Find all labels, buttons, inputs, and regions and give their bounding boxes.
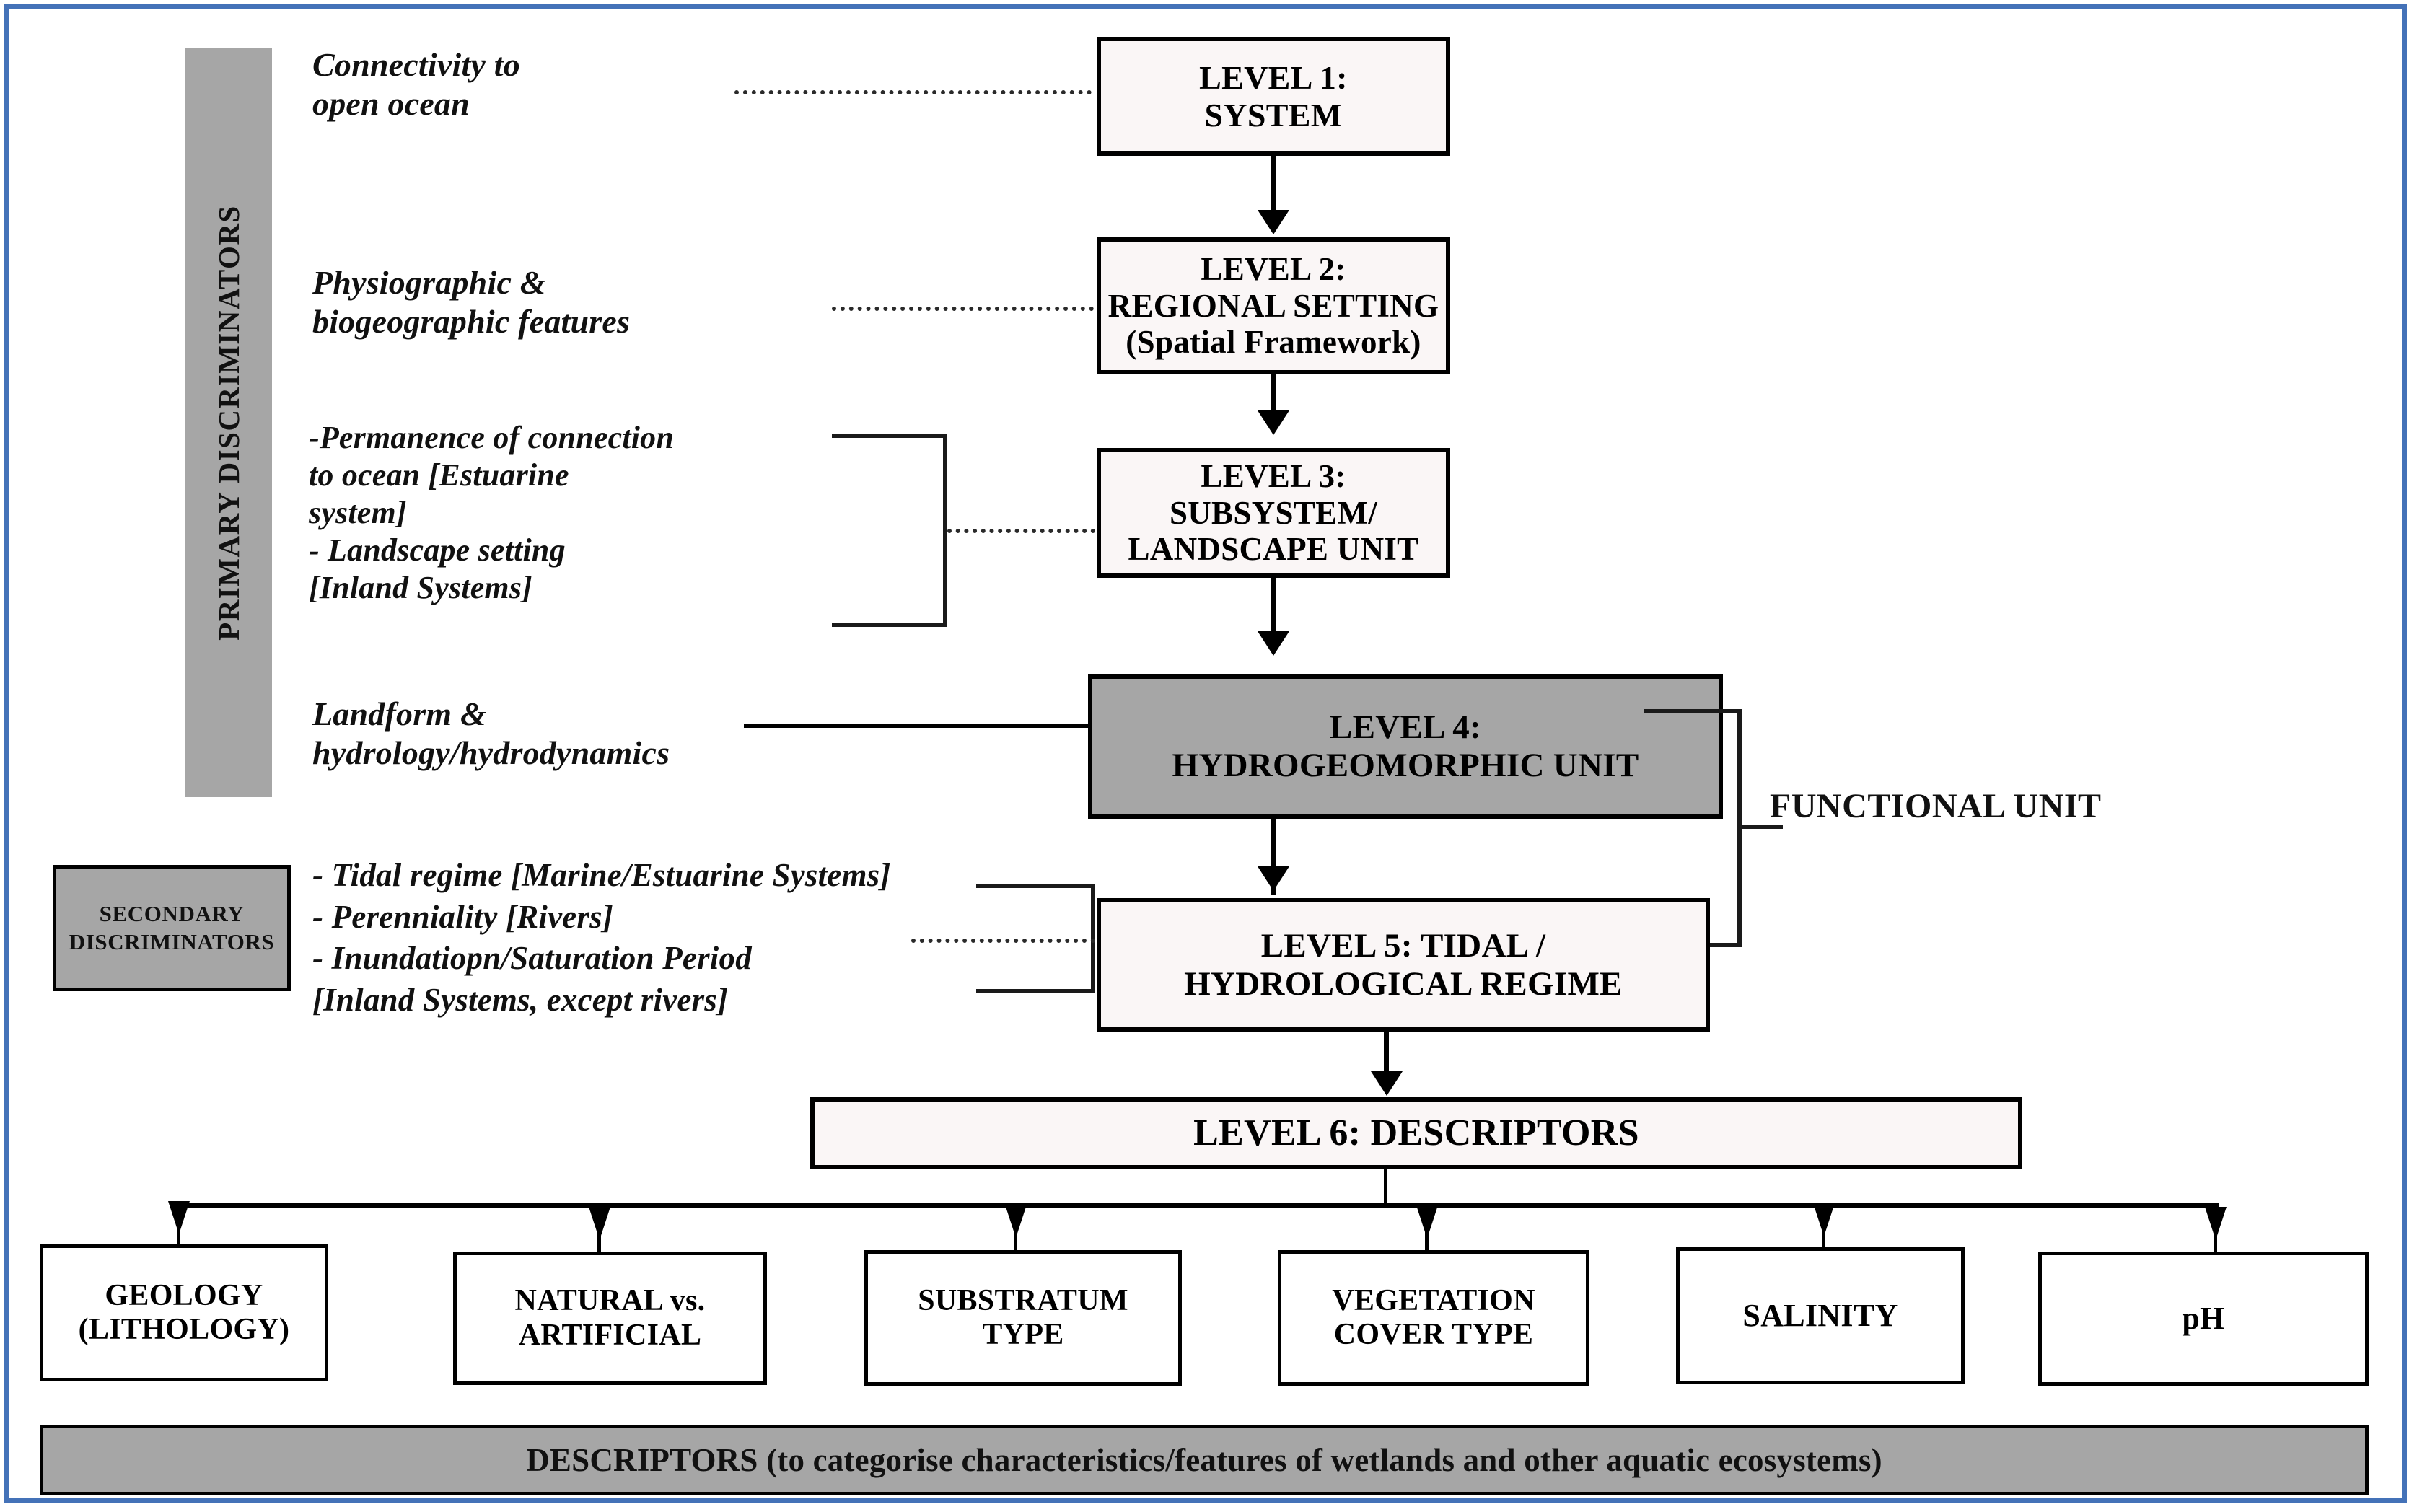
descriptor-box-geology: GEOLOGY (LITHOLOGY) — [40, 1244, 328, 1381]
descriptors-footer-text: DESCRIPTORS (to categorise characteristi… — [526, 1442, 1882, 1478]
descriptor-salinity-line1: SALINITY — [1742, 1298, 1898, 1334]
annotation-permanence-line3: system] — [309, 494, 407, 530]
level-1-line2: SYSTEM — [1204, 96, 1343, 133]
primary-discriminators-label: PRIMARY DISCRIMINATORS — [212, 205, 245, 641]
secondary-discriminators-bar: SECONDARY DISCRIMINATORS — [53, 865, 291, 991]
fanout-drop-2 — [597, 1203, 601, 1286]
descriptor-ph-line1: pH — [2182, 1301, 2225, 1337]
level-3-box: LEVEL 3: SUBSYSTEM/ LANDSCAPE UNIT — [1097, 448, 1450, 578]
descriptor-natural-line1: NATURAL vs. — [514, 1284, 706, 1318]
fanout-stem — [1384, 1169, 1387, 1207]
connector-l3-l4-arrow — [1258, 631, 1289, 656]
level-6-line1: LEVEL 6: DESCRIPTORS — [1193, 1112, 1639, 1153]
level-1-box: LEVEL 1: SYSTEM — [1097, 37, 1450, 156]
level-5-box: LEVEL 5: TIDAL / HYDROLOGICAL REGIME — [1097, 898, 1710, 1032]
descriptor-geology-line2: (LITHOLOGY) — [78, 1313, 290, 1346]
level-4-box: LEVEL 4: HYDROGEOMORPHIC UNIT — [1088, 674, 1723, 819]
level-3-line1: LEVEL 3: — [1201, 458, 1346, 495]
annotation-connectivity-line2: open ocean — [312, 85, 470, 123]
level-3-line3: LANDSCAPE UNIT — [1128, 531, 1419, 568]
annotation-landform-line2: hydrology/hydrodynamics — [312, 734, 670, 772]
connector-l1-l2-arrow — [1258, 210, 1289, 234]
annotation-connectivity: Connectivity to open ocean — [312, 45, 774, 124]
descriptor-substratum-line1: SUBSTRATUM — [918, 1283, 1128, 1317]
descriptors-footer-bar: DESCRIPTORS (to categorise characteristi… — [40, 1425, 2369, 1495]
fanout-drop-3 — [1014, 1203, 1017, 1286]
secondary-discriminators-label: SECONDARY DISCRIMINATORS — [69, 900, 275, 954]
level-2-line2: REGIONAL SETTING — [1107, 287, 1439, 324]
level-1-line1: LEVEL 1: — [1199, 58, 1348, 96]
annotation-secondary-line3: - Inundatiopn/Saturation Period — [312, 940, 752, 977]
annotation-permanence: -Permanence of connection to ocean [Estu… — [309, 419, 828, 607]
connector-physiographic-dotted — [832, 307, 1094, 311]
connector-l2-l3-arrow — [1258, 410, 1289, 435]
annotation-physiographic: Physiographic & biogeographic features — [312, 263, 817, 342]
connector-connectivity-dotted — [734, 90, 1092, 94]
level-5-line1: LEVEL 5: TIDAL / — [1260, 926, 1546, 964]
connector-landform-line — [744, 724, 1097, 728]
descriptor-box-ph: pH — [2038, 1252, 2369, 1386]
fanout-drop-5 — [1822, 1203, 1825, 1286]
connector-l5-l6-line — [1384, 1032, 1389, 1078]
fanout-arrow-5 — [1813, 1203, 1835, 1236]
annotation-landform-line1: Landform & — [312, 695, 486, 732]
descriptor-box-vegetation-cover-type: VEGETATION COVER TYPE — [1278, 1250, 1589, 1386]
connector-permanence-bracket — [832, 434, 947, 627]
annotation-secondary-line4: [Inland Systems, except rivers] — [312, 981, 729, 1018]
connector-l4-l5-arrow — [1258, 866, 1289, 891]
fanout-arrow-3 — [1005, 1205, 1027, 1238]
descriptor-geology-line1: GEOLOGY — [105, 1278, 263, 1312]
annotation-secondary-list: - Tidal regime [Marine/Estuarine Systems… — [312, 855, 1142, 1021]
level-2-box: LEVEL 2: REGIONAL SETTING (Spatial Frame… — [1097, 237, 1450, 374]
annotation-permanence-line4: - Landscape setting — [309, 532, 566, 568]
annotation-secondary-line1: - Tidal regime [Marine/Estuarine Systems… — [312, 857, 891, 893]
fanout-drop-4 — [1425, 1203, 1429, 1286]
descriptor-box-substratum-type: SUBSTRATUM TYPE — [864, 1250, 1182, 1386]
functional-unit-label: FUNCTIONAL UNIT — [1770, 787, 2102, 825]
annotation-physiographic-line2: biogeographic features — [312, 303, 631, 340]
annotation-permanence-line5: [Inland Systems] — [309, 569, 533, 605]
fanout-arrow-6 — [2205, 1207, 2227, 1240]
descriptor-substratum-line2: TYPE — [982, 1318, 1064, 1351]
fanout-arrow-2 — [589, 1207, 610, 1240]
descriptor-vegetation-line1: VEGETATION — [1332, 1283, 1535, 1317]
connector-l3-l4-line — [1271, 578, 1276, 639]
level-2-line3: (Spatial Framework) — [1126, 324, 1421, 361]
connector-secondary-dotted — [911, 939, 1095, 943]
level-4-line1: LEVEL 4: — [1329, 708, 1482, 747]
diagram-frame: PRIMARY DISCRIMINATORS Connectivity to o… — [4, 4, 2407, 1503]
annotation-landform: Landform & hydrology/hydrodynamics — [312, 695, 817, 773]
level-5-line2: HYDROLOGICAL REGIME — [1184, 964, 1623, 1003]
annotation-permanence-line1: -Permanence of connection — [309, 420, 675, 455]
level-2-line1: LEVEL 2: — [1201, 251, 1346, 288]
diagram-canvas: PRIMARY DISCRIMINATORS Connectivity to o… — [9, 9, 2402, 1498]
fanout-arrow-4 — [1416, 1205, 1438, 1239]
descriptor-box-salinity: SALINITY — [1676, 1247, 1965, 1384]
annotation-connectivity-line1: Connectivity to — [312, 46, 520, 83]
functional-unit-tick — [1740, 825, 1783, 829]
connector-l2-l3-line — [1271, 374, 1276, 418]
descriptor-vegetation-line2: COVER TYPE — [1333, 1318, 1534, 1351]
annotation-secondary-line2: - Perenniality [Rivers] — [312, 898, 614, 935]
connector-l1-l2-line — [1271, 156, 1276, 214]
connector-l5-l6-arrow — [1371, 1071, 1403, 1096]
level-4-line2: HYDROGEOMORPHIC UNIT — [1172, 747, 1639, 784]
descriptor-natural-line2: ARTIFICIAL — [518, 1318, 702, 1352]
connector-l4-l5-line — [1271, 819, 1276, 895]
annotation-physiographic-line1: Physiographic & — [312, 264, 546, 301]
primary-discriminators-bar: PRIMARY DISCRIMINATORS — [185, 48, 272, 797]
fanout-rail — [177, 1203, 2219, 1208]
connector-permanence-dotted — [947, 529, 1095, 533]
level-6-box: LEVEL 6: DESCRIPTORS — [810, 1097, 2022, 1169]
annotation-permanence-line2: to ocean [Estuarine — [309, 457, 569, 493]
descriptor-box-natural-artificial: NATURAL vs. ARTIFICIAL — [453, 1252, 767, 1385]
fanout-arrow-1 — [168, 1201, 190, 1234]
level-3-line2: SUBSYSTEM/ — [1169, 494, 1378, 531]
fanout-drop-6 — [2214, 1203, 2217, 1286]
